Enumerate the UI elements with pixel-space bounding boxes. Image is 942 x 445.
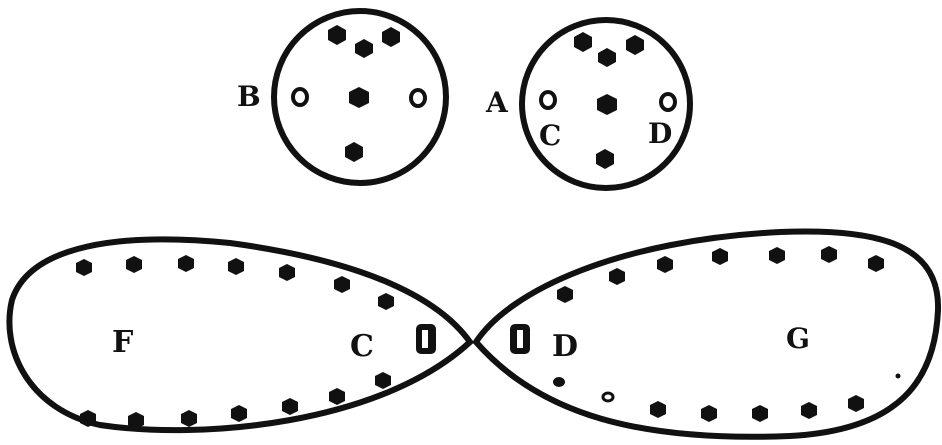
lobe-f-dot — [126, 256, 142, 273]
lobe-f-dot — [128, 412, 144, 429]
label-c-bottom: C — [350, 329, 374, 364]
label-b: B — [237, 80, 261, 113]
circle-b-hole — [291, 87, 309, 107]
lobe-f-dot — [181, 410, 197, 427]
label-a: A — [485, 86, 509, 119]
circle-a-dot — [596, 149, 614, 169]
lobe-g-dot — [848, 395, 864, 412]
lobe-g-dot — [801, 402, 817, 419]
lobe-f-peg-icon — [416, 324, 436, 354]
circle-b-outline — [271, 8, 449, 186]
lobe-f-dot — [80, 410, 96, 427]
lobe-g-dot — [657, 256, 673, 273]
lobe-g-speck — [895, 373, 901, 379]
circle-b: B — [237, 8, 449, 186]
lobe-g-outline — [472, 228, 942, 440]
label-c-top: C — [539, 119, 561, 152]
label-d-top: D — [648, 117, 672, 150]
lobe-g-dot — [752, 405, 768, 422]
circle-a-dot — [597, 94, 617, 115]
lobe-f-dot — [378, 293, 394, 310]
lobe-f-dot — [178, 255, 194, 272]
lobe-g-dot — [712, 248, 728, 265]
circle-a-hole — [659, 92, 677, 112]
circle-b-hole — [409, 88, 427, 108]
lobe-g-dot — [557, 286, 573, 303]
lobe-g-dot — [769, 247, 785, 264]
lobe-f-dot — [375, 372, 391, 389]
lobe-f-dot — [334, 276, 350, 293]
lobe-f-dot — [282, 398, 298, 415]
circle-a: A C D — [485, 17, 693, 191]
circle-a-hole — [539, 90, 557, 110]
lobe-g-hole — [601, 391, 615, 403]
lobe-g: D G — [472, 228, 942, 440]
lobe-f-dot — [279, 264, 295, 281]
lobe-g-dot — [868, 255, 884, 272]
lobe-g-dot — [701, 405, 717, 422]
label-g: G — [786, 322, 810, 355]
circle-a-outline — [519, 17, 693, 191]
lobe-g-dot — [609, 268, 625, 285]
label-d-bottom: D — [552, 329, 578, 364]
circle-b-dot — [345, 142, 363, 162]
circle-b-dot — [382, 27, 400, 47]
circle-a-dot — [598, 48, 616, 67]
lobe-f-dot — [228, 258, 244, 275]
label-f: F — [112, 325, 133, 360]
lobe-f-dot — [329, 388, 345, 405]
lobe-f-dot — [76, 259, 92, 276]
lobe-g-dot — [650, 401, 666, 418]
lobe-g-dot — [821, 246, 837, 263]
lobe-f-dot — [231, 405, 247, 422]
lobe-f-outline — [6, 236, 474, 434]
circle-b-dot — [355, 39, 373, 58]
lobe-f: F C — [6, 236, 474, 434]
lobe-g-dot — [553, 377, 565, 387]
circle-b-dot — [349, 87, 369, 108]
circle-a-dot — [626, 35, 644, 55]
circle-a-dot — [574, 32, 592, 52]
circle-b-dot — [328, 25, 346, 45]
lobe-g-peg-icon — [510, 324, 530, 354]
